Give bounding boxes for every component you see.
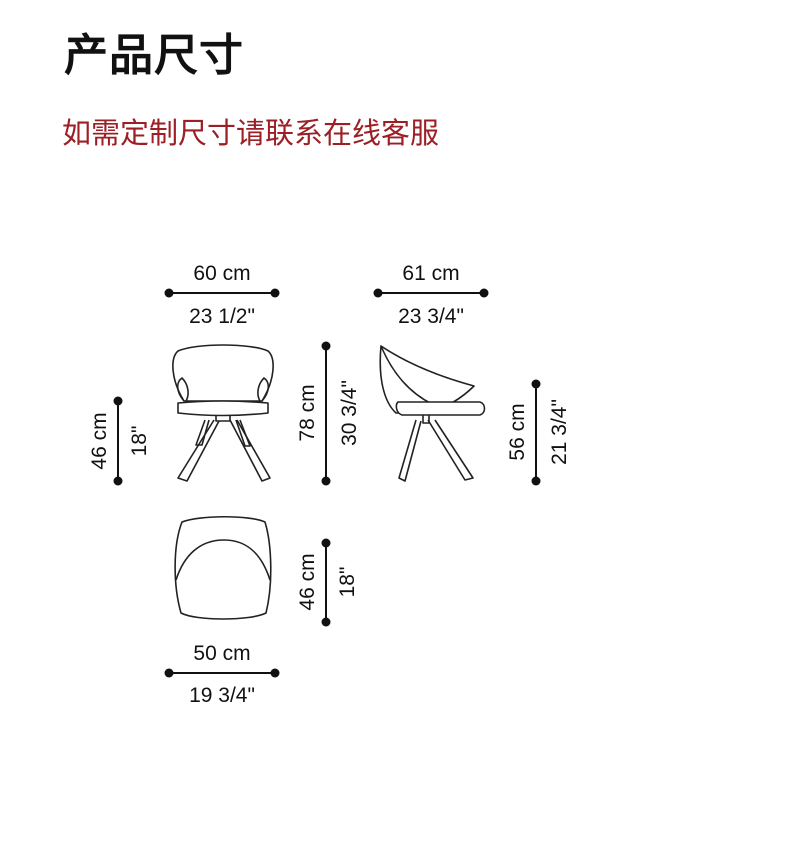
overall-height-imperial: 30 3/4" [338, 380, 361, 446]
front-width-imperial: 23 1/2" [189, 305, 255, 328]
arm-height-imperial: 21 3/4" [548, 399, 571, 465]
side-depth-dimension: 61 cm 23 3/4" [373, 262, 489, 328]
chair-side-view [379, 345, 486, 482]
front-width-dimension: 60 cm 23 1/2" [164, 262, 280, 328]
top-depth-dimension: 46 cm 18" [296, 538, 359, 627]
top-width-metric: 50 cm [193, 642, 250, 665]
seat-height-metric: 46 cm [88, 412, 111, 469]
page-title: 产品尺寸 [64, 30, 244, 81]
arm-height-dimension: 56 cm 21 3/4" [506, 379, 571, 486]
top-width-imperial: 19 3/4" [189, 684, 255, 707]
chair-front-view [172, 344, 274, 482]
overall-height-dimension: 78 cm 30 3/4" [296, 341, 361, 486]
front-width-metric: 60 cm [193, 262, 250, 285]
top-width-dimension: 50 cm 19 3/4" [164, 642, 280, 707]
side-depth-imperial: 23 3/4" [398, 305, 464, 328]
top-depth-metric: 46 cm [296, 553, 319, 610]
top-depth-imperial: 18" [336, 567, 359, 598]
custom-size-note: 如需定制尺寸请联系在线客服 [62, 116, 440, 150]
arm-height-metric: 56 cm [506, 403, 529, 460]
side-depth-metric: 61 cm [402, 262, 459, 285]
seat-height-dimension: 46 cm 18" [88, 396, 151, 486]
overall-height-metric: 78 cm [296, 384, 319, 441]
chair-top-view [174, 515, 272, 620]
seat-height-imperial: 18" [128, 426, 151, 457]
